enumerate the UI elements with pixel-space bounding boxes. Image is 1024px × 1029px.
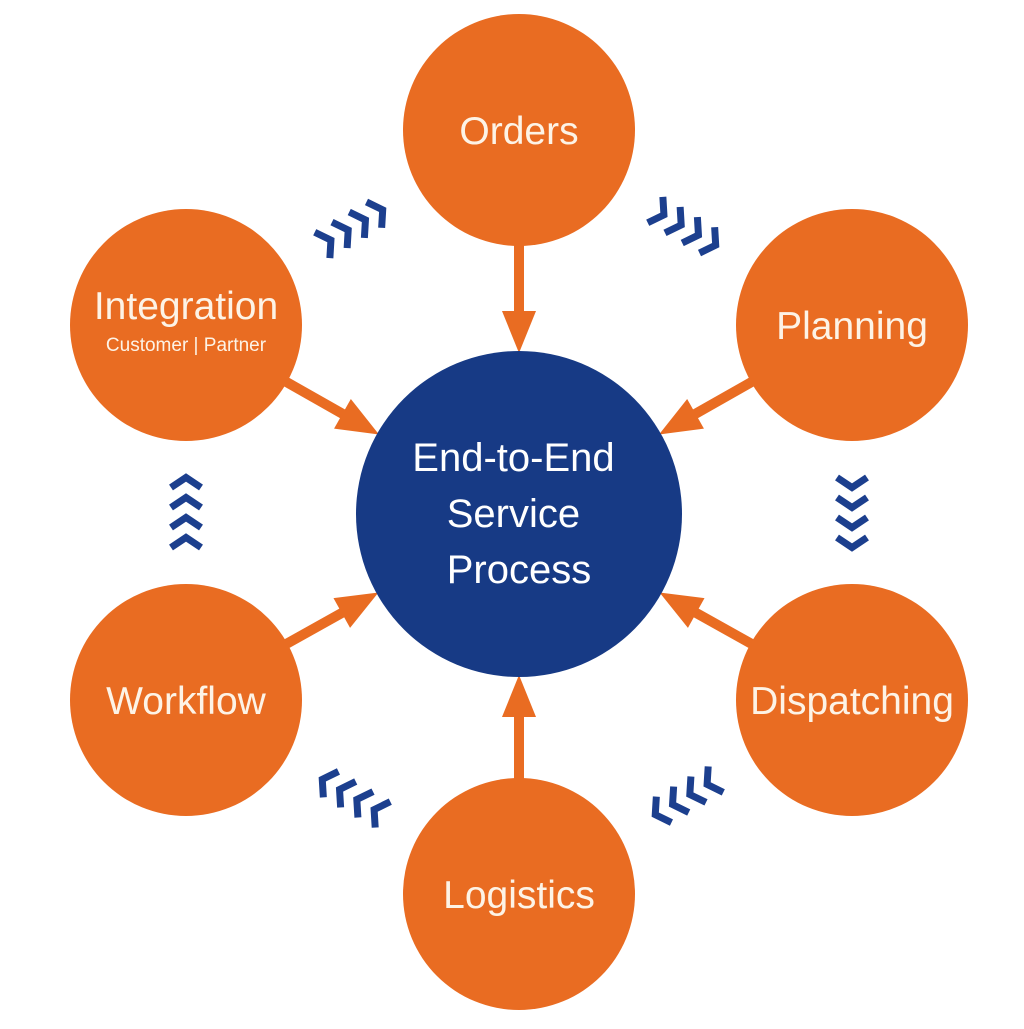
chevron-icon	[313, 229, 335, 259]
arrow-head-icon	[502, 311, 536, 353]
node-orders-label: Orders	[459, 110, 578, 153]
node-integration-circle	[70, 209, 302, 441]
chevron-icon	[703, 766, 725, 796]
chevron-icon	[835, 514, 869, 532]
node-dispatching-label: Dispatching	[750, 680, 954, 723]
hub-label: End-to-End Service Process	[412, 436, 625, 592]
node-logistics[interactable]: Logistics	[403, 778, 635, 1010]
flow-chevrons-orders-to-planning	[646, 196, 720, 257]
hub-circle	[356, 351, 682, 677]
node-orders[interactable]: Orders	[403, 14, 635, 246]
arrow-head-icon	[659, 592, 705, 628]
node-logistics-circle	[403, 778, 635, 1010]
arrow-shaft	[281, 607, 346, 650]
flow-chevrons-integration-to-orders	[313, 198, 387, 259]
arrow-orders-to-hub	[502, 242, 536, 353]
chevron-icon	[680, 216, 703, 247]
arrow-head-icon	[333, 592, 379, 628]
node-integration-sublabel: Customer | Partner	[106, 335, 267, 356]
node-integration[interactable]: Integration Customer | Partner	[70, 209, 302, 441]
chevron-icon	[663, 206, 685, 237]
chevron-icon	[835, 534, 869, 552]
node-integration-label: Integration	[94, 285, 278, 328]
arrow-logistics-to-hub	[502, 675, 536, 782]
chevron-icon	[835, 474, 869, 492]
node-planning-label: Planning	[776, 305, 928, 348]
arrow-head-icon	[502, 675, 536, 717]
chevron-icon	[169, 493, 203, 511]
chevron-icon	[370, 798, 392, 828]
node-planning[interactable]: Planning	[736, 209, 968, 441]
arrow-head-icon	[334, 399, 379, 435]
chevron-icon	[353, 788, 375, 818]
arrow-planning-to-hub	[659, 375, 758, 435]
hub-label-line-2: Service	[447, 492, 580, 536]
chevron-icon	[347, 208, 370, 239]
chevron-icon	[169, 533, 203, 551]
arrow-shaft	[691, 375, 758, 420]
node-logistics-label: Logistics	[443, 874, 595, 917]
chevron-icon	[318, 768, 340, 798]
chevron-icon	[169, 473, 203, 491]
node-workflow[interactable]: Workflow	[70, 584, 302, 816]
arrow-head-icon	[659, 399, 704, 435]
hub-node[interactable]: End-to-End Service Process	[356, 351, 682, 677]
chevron-icon	[668, 786, 691, 816]
hub-label-line-3: Process	[447, 548, 592, 592]
chevron-icon	[169, 513, 203, 531]
chevron-icon	[697, 226, 720, 257]
flow-chevrons-planning-to-dispatching	[835, 474, 869, 552]
chevron-icon	[686, 776, 708, 806]
flow-chevrons-layer	[169, 196, 869, 828]
node-dispatching[interactable]: Dispatching	[736, 584, 968, 816]
arrow-integration-to-hub	[280, 375, 379, 435]
node-workflow-circle	[70, 584, 302, 816]
chevron-icon	[835, 494, 869, 512]
flow-chevrons-logistics-to-workflow	[318, 768, 392, 828]
node-orders-circle	[403, 14, 635, 246]
arrow-shaft	[280, 375, 347, 420]
chevron-icon	[330, 218, 352, 249]
chevron-icon	[646, 196, 668, 226]
chevron-icon	[364, 198, 387, 229]
flow-chevrons-dispatching-to-logistics	[651, 766, 725, 826]
hub-label-line-1: End-to-End	[412, 436, 614, 480]
node-planning-circle	[736, 209, 968, 441]
arrow-dispatching-to-hub	[659, 592, 757, 650]
flow-chevrons-workflow-to-integration	[169, 473, 203, 551]
arrow-workflow-to-hub	[281, 592, 379, 650]
edges-layer	[280, 242, 758, 782]
chevron-icon	[335, 778, 358, 808]
node-workflow-label: Workflow	[106, 680, 266, 723]
arrow-shaft	[692, 607, 757, 650]
node-dispatching-circle	[736, 584, 968, 816]
chevron-icon	[651, 796, 673, 826]
